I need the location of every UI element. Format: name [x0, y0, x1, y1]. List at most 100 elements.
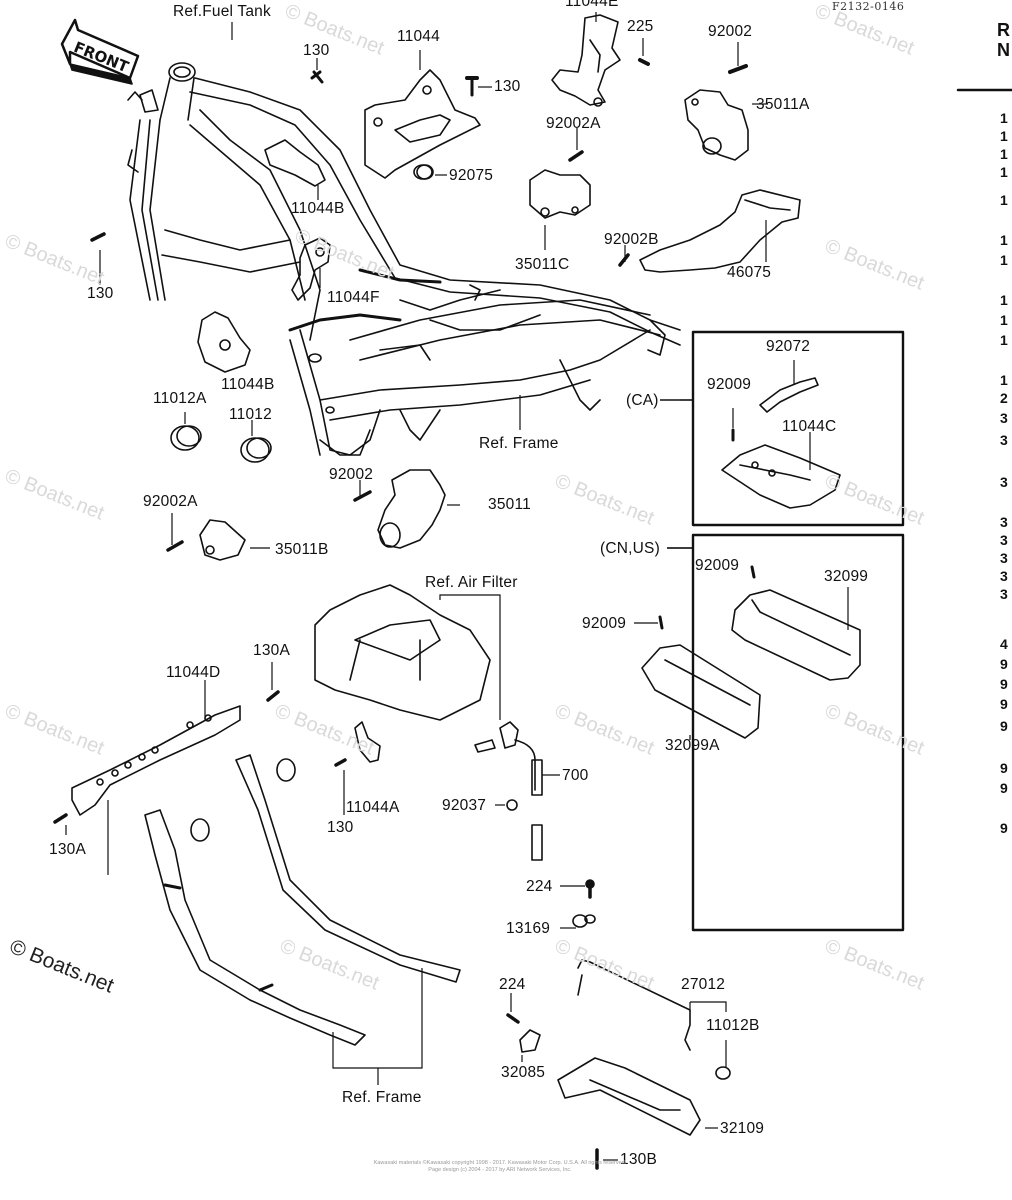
callout-130[interactable]: 130 [327, 819, 354, 836]
front-arrow-icon [60, 18, 140, 85]
part-11044a-bracket [354, 721, 381, 763]
callout-11044c[interactable]: 11044C [782, 418, 837, 435]
callout-32109[interactable]: 32109 [720, 1120, 765, 1137]
ref-column-entry: 9 [1000, 656, 1008, 672]
callout-224[interactable]: 224 [526, 878, 553, 895]
part-11044c-tray [721, 444, 841, 509]
ref-column-entry: 1 [1000, 372, 1008, 388]
callout-11044e[interactable]: 11044E [565, 0, 619, 10]
ref-column-entry: 1 [1000, 232, 1008, 248]
ref-column-header-n: N [997, 40, 1010, 60]
bolt-130a-low-icon [53, 813, 68, 824]
ref-column-entry: 9 [1000, 676, 1008, 692]
callout-130[interactable]: 130 [303, 42, 330, 59]
ref-column-entry: 9 [1000, 780, 1008, 796]
part-11044b-upper [264, 139, 326, 187]
callout-225[interactable]: 225 [627, 18, 654, 35]
callout-11044b[interactable]: 11044B [221, 376, 275, 393]
callout-92002[interactable]: 92002 [329, 466, 374, 483]
ref-column-entry: 9 [1000, 696, 1008, 712]
screw-92009-cnus-icon [750, 565, 756, 579]
callout-92009[interactable]: 92009 [707, 376, 752, 393]
callout-11012a[interactable]: 11012A [153, 390, 207, 407]
callout-ref-air-filter[interactable]: Ref. Air Filter [425, 574, 518, 591]
callout-11012[interactable]: 11012 [229, 406, 272, 423]
callout-32099[interactable]: 32099 [824, 568, 869, 585]
callout-11044a[interactable]: 11044A [346, 799, 400, 816]
callout-92037[interactable]: 92037 [442, 797, 487, 814]
region-label-ca: (CA) [626, 392, 659, 409]
part-224-bolt-top [585, 879, 595, 899]
bolt-92002-icon [728, 64, 748, 74]
bolt-130-top-icon [310, 70, 324, 84]
ref-column-entry: 1 [1000, 110, 1008, 126]
ref-column-entry: 3 [1000, 532, 1008, 548]
bolt-130a-top-icon [266, 690, 280, 702]
screw-92009-low-icon [658, 615, 664, 630]
callout-27012[interactable]: 27012 [681, 976, 726, 993]
callout-130a[interactable]: 130A [253, 642, 290, 659]
grommet-11012b-icon [715, 1066, 731, 1080]
callout-11044f[interactable]: 11044F [327, 289, 380, 306]
callout-11044d[interactable]: 11044D [166, 664, 221, 681]
sensor-700-drawing [474, 721, 543, 861]
cn-us-box [691, 533, 905, 932]
ref-column-entry: 1 [1000, 128, 1008, 144]
ref-column-entry: 3 [1000, 432, 1008, 448]
callout-92075[interactable]: 92075 [449, 167, 494, 184]
callout-35011a[interactable]: 35011A [756, 96, 810, 113]
part-13169-clip [572, 914, 596, 928]
main-frame-drawing [127, 62, 681, 456]
lower-frame-tubes-drawing [144, 754, 461, 1046]
ref-column-entry: 3 [1000, 514, 1008, 530]
part-32109-tray [557, 1057, 701, 1136]
clamp-92037-icon [506, 799, 518, 811]
callout-11012b[interactable]: 11012B [706, 1017, 760, 1034]
callout-46075[interactable]: 46075 [727, 264, 772, 281]
callout-224[interactable]: 224 [499, 976, 526, 993]
callout-ref-frame[interactable]: Ref. Frame [342, 1089, 422, 1106]
ref-column-entry: 1 [1000, 164, 1008, 180]
ref-column-entry: 9 [1000, 820, 1008, 836]
callout-92002b[interactable]: 92002B [604, 231, 659, 248]
callout-11044[interactable]: 11044 [397, 28, 440, 45]
bolt-224-low-icon [506, 1013, 520, 1024]
callout-92002a[interactable]: 92002A [546, 115, 601, 132]
bolt-92002b-icon [618, 253, 630, 267]
part-11044e-bracket [551, 14, 621, 107]
callout-700[interactable]: 700 [562, 767, 589, 784]
callout-92002[interactable]: 92002 [708, 23, 753, 40]
callout-13169[interactable]: 13169 [506, 920, 551, 937]
callout-ref-frame[interactable]: Ref. Frame [479, 435, 559, 452]
callout-32085[interactable]: 32085 [501, 1064, 546, 1081]
callout-130[interactable]: 130 [87, 285, 114, 302]
part-11044d-bar [71, 705, 241, 816]
bolt-92002a-low-icon [166, 540, 184, 552]
part-35011-bracket [377, 469, 446, 549]
ref-column-entry: 4 [1000, 636, 1008, 652]
callout-35011[interactable]: 35011 [488, 496, 531, 513]
callout-ref-fuel-tank[interactable]: Ref.Fuel Tank [173, 3, 271, 20]
part-46075-arm [639, 189, 801, 273]
callout-32099a[interactable]: 32099A [665, 737, 720, 754]
callout-130b[interactable]: 130B [620, 1151, 657, 1168]
callout-11044b[interactable]: 11044B [291, 200, 345, 217]
ref-column-entry: 1 [1000, 146, 1008, 162]
part-11044b-mid [197, 311, 251, 373]
callout-92009[interactable]: 92009 [695, 557, 740, 574]
ref-column-entry: 2 [1000, 390, 1008, 406]
callout-92072[interactable]: 92072 [766, 338, 811, 355]
callout-130[interactable]: 130 [494, 78, 521, 95]
callout-92009[interactable]: 92009 [582, 615, 627, 632]
region-label-cn-us: (CN,US) [600, 540, 660, 557]
callout-130a[interactable]: 130A [49, 841, 86, 858]
callout-35011b[interactable]: 35011B [275, 541, 329, 558]
ref-column-entry: 9 [1000, 718, 1008, 734]
callout-35011c[interactable]: 35011C [515, 256, 570, 273]
ref-column-entry: 1 [1000, 192, 1008, 208]
part-32085-clip [519, 1029, 541, 1053]
part-35011b-bracket [199, 519, 246, 561]
bolt-130-low-icon [334, 758, 347, 767]
callout-92002a[interactable]: 92002A [143, 493, 198, 510]
ref-column-entry: 1 [1000, 252, 1008, 268]
